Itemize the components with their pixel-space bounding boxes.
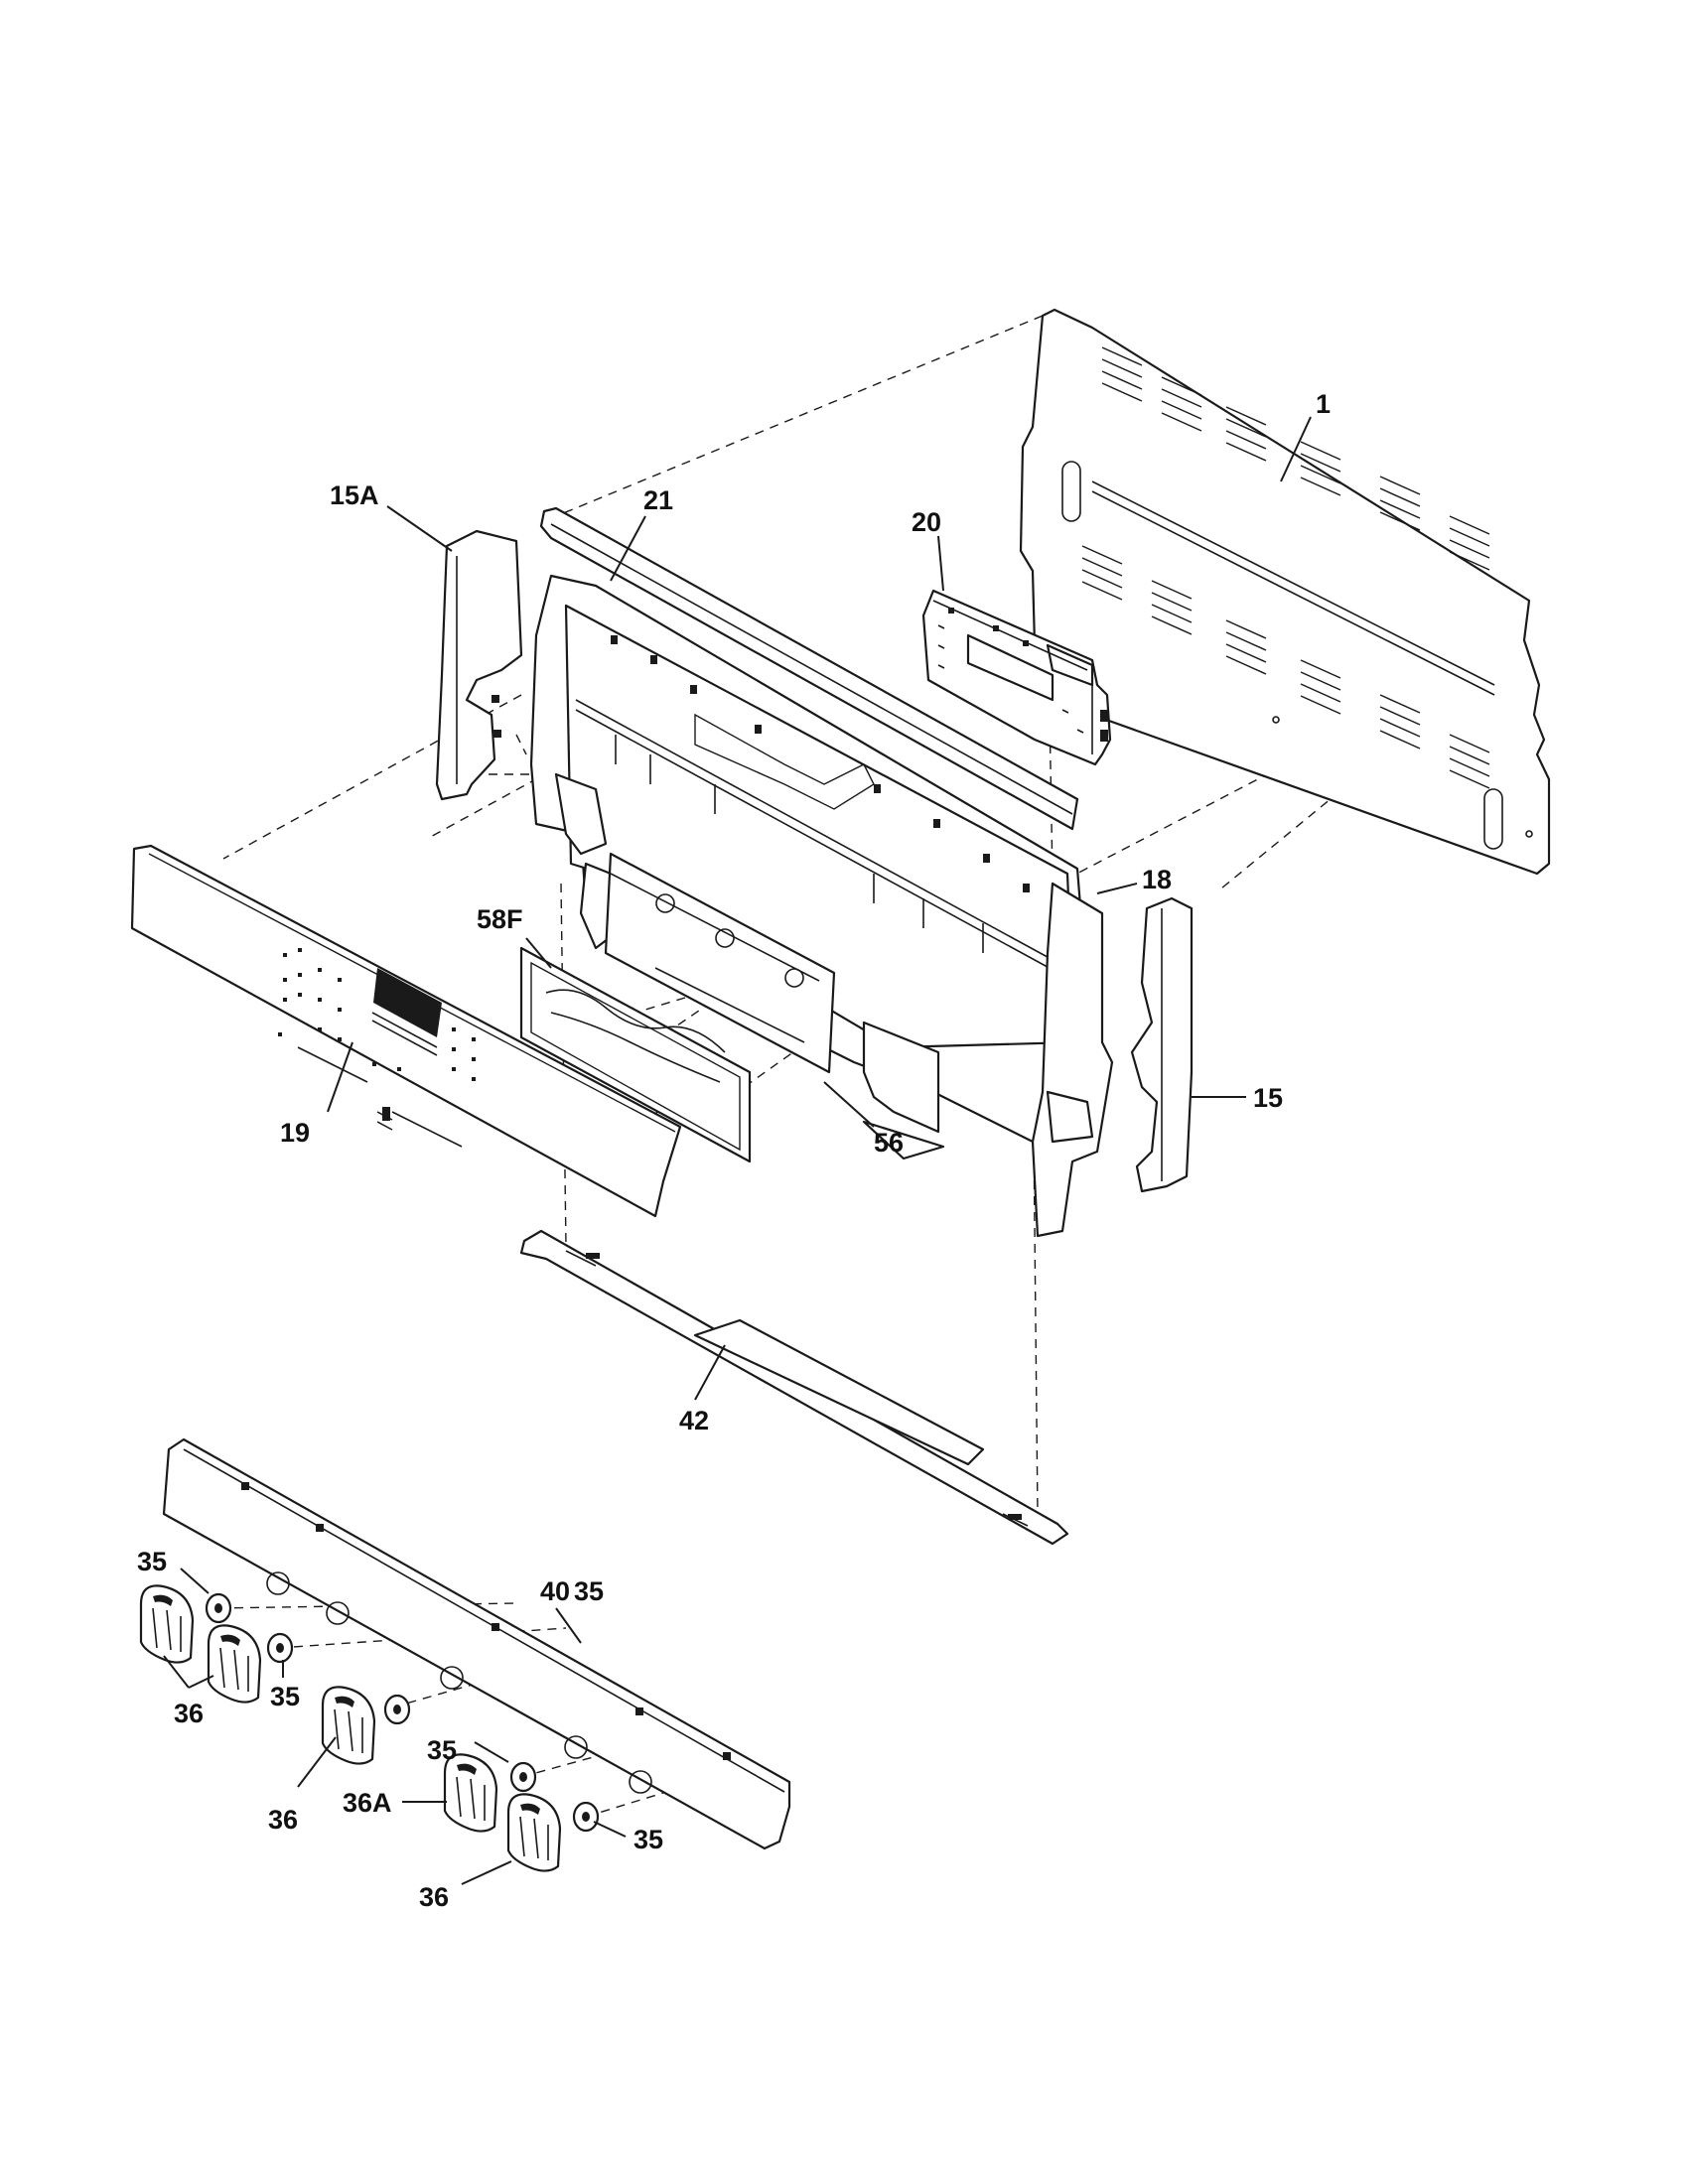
part-15a-left-end-cap	[435, 529, 523, 801]
part-1-back-panel	[1019, 308, 1551, 876]
part-20-control-board	[921, 589, 1112, 766]
callout-36-c: 36	[419, 1882, 449, 1912]
callout-35-b: 35	[270, 1682, 300, 1711]
callout-40: 40	[540, 1576, 570, 1606]
seal-5	[572, 1801, 600, 1833]
part-21-top-trim	[539, 506, 1079, 831]
knob-36a	[443, 1753, 498, 1833]
part-19-control-panel-overlay	[130, 844, 682, 1218]
callout-36-b: 36	[268, 1805, 298, 1835]
callout-35-c: 35	[427, 1735, 457, 1765]
callout-labels: 1 15 15A 18 19 20 21 35 35 35 35 35 36 3…	[137, 389, 1331, 1912]
part-58f-display-lens	[519, 946, 752, 1163]
callout-20: 20	[912, 507, 941, 537]
part-15-right-end-cap	[1130, 896, 1194, 1193]
part-36-control-knobs	[139, 1584, 562, 1872]
part-42-lower-trim	[519, 1229, 1069, 1546]
callout-35-d: 35	[633, 1825, 663, 1854]
seal-3	[383, 1694, 411, 1725]
callout-36-a: 36	[174, 1699, 204, 1728]
callout-56: 56	[874, 1128, 904, 1158]
callout-15: 15	[1253, 1083, 1283, 1113]
callout-15a: 15A	[330, 480, 379, 510]
callout-58f: 58F	[477, 904, 523, 934]
seal-4	[509, 1761, 537, 1793]
knob-2	[207, 1624, 262, 1704]
knob-5	[506, 1793, 562, 1872]
callout-35-a: 35	[137, 1547, 167, 1576]
seal-1	[205, 1592, 232, 1624]
knob-1	[139, 1584, 195, 1664]
callout-1: 1	[1316, 389, 1331, 419]
callout-21: 21	[643, 485, 673, 515]
part-35-knob-seals	[205, 1592, 600, 1833]
part-18-console-frame	[529, 574, 1114, 1238]
leader-lines	[163, 416, 1312, 1885]
display-screen	[373, 968, 442, 1037]
knob-3	[321, 1686, 376, 1765]
callout-35-e: 35	[574, 1576, 604, 1606]
callout-42: 42	[679, 1406, 709, 1435]
callout-18: 18	[1142, 865, 1172, 894]
callout-19: 19	[280, 1118, 310, 1148]
keypad-graphics	[278, 948, 476, 1081]
seal-2	[266, 1632, 294, 1664]
callout-36a: 36A	[343, 1788, 392, 1818]
part-40-knob-panel	[162, 1437, 791, 1850]
